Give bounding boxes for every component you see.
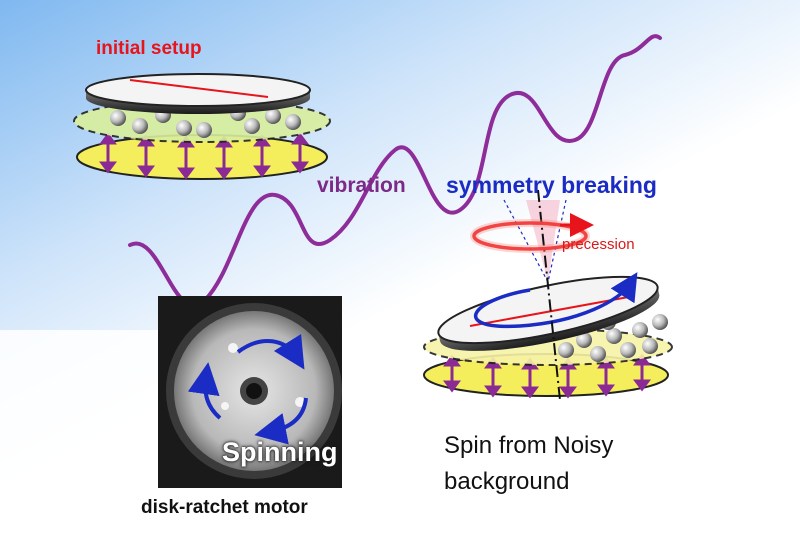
spin-caption-line-2: background	[444, 468, 570, 495]
cone-edge-right	[547, 199, 567, 283]
ratchet-disk-top	[85, 73, 311, 107]
spin-caption: Spin from Noisy background	[444, 428, 613, 500]
vibration-label: vibration	[317, 174, 406, 197]
orientation-line-right	[469, 295, 635, 327]
orientation-line	[129, 79, 269, 98]
symmetry-breaking-label: symmetry breaking	[446, 172, 657, 198]
precession-label: precession	[562, 236, 635, 253]
spin-caption-line-1: Spin from Noisy	[444, 432, 614, 459]
photo-rotation-arrow-1	[236, 333, 305, 370]
vibration-arrows-right	[443, 353, 651, 399]
initial-setup-device	[73, 73, 331, 180]
photo-rotation-arrow-3	[187, 362, 222, 420]
vibration-wave	[128, 34, 662, 308]
spinning-label: Spinning	[222, 437, 338, 467]
motor-photograph	[158, 296, 342, 488]
motor-caption: disk-ratchet motor	[141, 497, 308, 518]
rotation-arrow-icon	[473, 272, 638, 329]
symmetry-breaking-device	[423, 189, 673, 401]
initial-setup-label: initial setup	[96, 38, 202, 59]
precession-axis	[537, 189, 561, 401]
photo-rotation-arrow-2	[254, 397, 308, 445]
